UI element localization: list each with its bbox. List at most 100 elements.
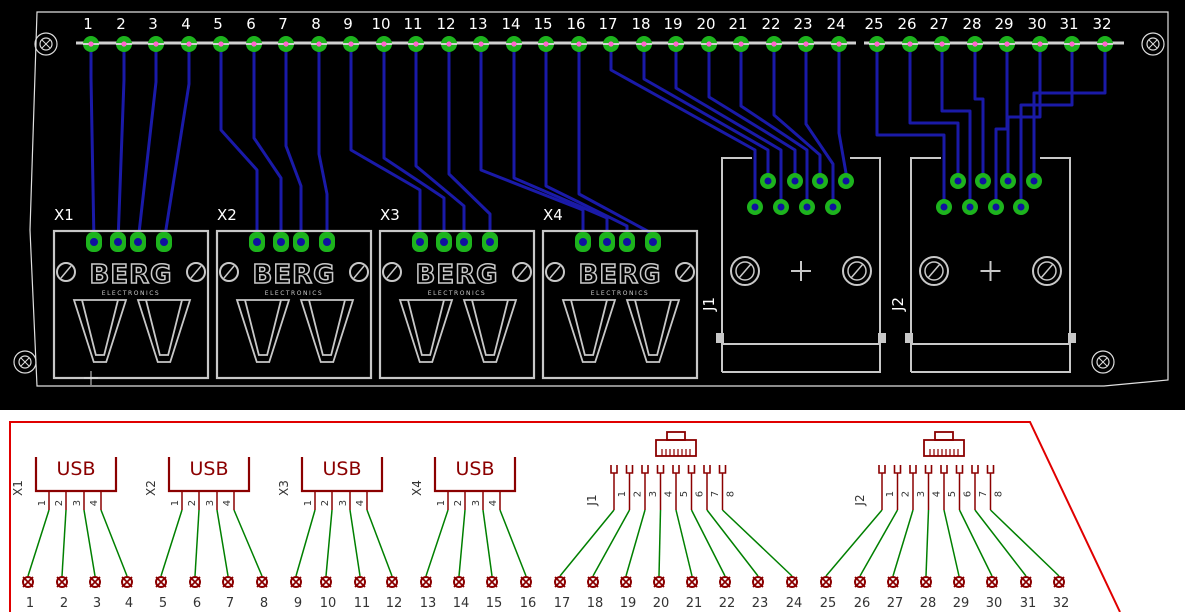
rj-tab <box>905 333 913 343</box>
terminal-label: 13 <box>420 596 437 611</box>
header-pin-label: 19 <box>663 15 682 33</box>
terminal <box>354 576 366 588</box>
terminal-label: 10 <box>320 596 337 611</box>
usb-symbol-ref: X2 <box>144 480 158 496</box>
rj-pin-number: 5 <box>679 491 690 497</box>
rj-pad-drill <box>777 203 785 211</box>
terminal-label: 29 <box>953 596 970 611</box>
header-drill <box>121 41 127 47</box>
copper-trace <box>89 44 96 243</box>
terminal <box>121 576 133 588</box>
rj-symbol-pin-cup <box>986 465 995 474</box>
terminal-mark <box>1053 576 1065 588</box>
usb-pad-drill <box>460 238 468 246</box>
terminal-label: 2 <box>60 596 68 611</box>
copper-trace <box>1032 44 1107 181</box>
usb-symbol-body <box>300 457 384 493</box>
usb-pin-number: 2 <box>320 500 331 506</box>
header-drill <box>738 41 744 47</box>
usb-pin-number: 3 <box>205 500 216 506</box>
usb-mount-mark <box>190 265 202 279</box>
header-drill <box>836 41 842 47</box>
usb-pin-number: 4 <box>222 500 233 506</box>
usb-mount-circle <box>675 262 695 282</box>
terminal-mark <box>686 576 698 588</box>
header-pin-label: 2 <box>116 15 126 33</box>
terminal <box>752 576 764 588</box>
rj-pin-number: 1 <box>617 491 628 497</box>
header-drill <box>874 41 880 47</box>
usb-port-inner <box>244 299 282 356</box>
copper-trace <box>739 44 809 207</box>
header-drill <box>1004 41 1010 47</box>
rj-symbol-pin-cup <box>656 465 665 474</box>
usb-outline <box>215 229 373 380</box>
terminal-label: 30 <box>986 596 1003 611</box>
header-drill <box>1037 41 1043 47</box>
rj-outline-left <box>910 157 941 372</box>
usb-symbol-ref: X4 <box>410 480 424 496</box>
rj-symbol-pin-cup <box>625 465 634 474</box>
usb-port-outline <box>398 299 454 363</box>
terminal-mark <box>189 576 201 588</box>
schematic-nets <box>27 509 1060 577</box>
header-drill <box>186 41 192 47</box>
usb-port-inner <box>81 299 119 356</box>
terminal-label: 6 <box>193 596 201 611</box>
terminal-mark <box>256 576 268 588</box>
rj-tab <box>1068 333 1076 343</box>
rj-pad-drill <box>816 177 824 185</box>
rj-mount-inner <box>1037 261 1057 281</box>
pcb-background <box>0 0 1185 410</box>
usb-mount-mark <box>516 265 528 279</box>
usb-pad-drill <box>440 238 448 246</box>
header-pin-label: 27 <box>929 15 948 33</box>
rj-pad-drill <box>791 177 799 185</box>
rj-outline-right <box>911 157 1071 373</box>
rj-tab <box>716 333 724 343</box>
terminal-label: 15 <box>486 596 503 611</box>
header-pin-label: 23 <box>793 15 812 33</box>
terminal-mark <box>453 576 465 588</box>
copper-trace <box>973 44 985 181</box>
usb-pad-drill <box>253 238 261 246</box>
rj-symbol-ref: J2 <box>853 494 867 506</box>
header-pin-label: 12 <box>436 15 455 33</box>
header-drill <box>673 41 679 47</box>
usb-pin-number: 2 <box>453 500 464 506</box>
header-drill <box>446 41 452 47</box>
terminal-label: 28 <box>920 596 937 611</box>
terminal-label: 1 <box>26 596 34 611</box>
rj-pad-drill <box>1030 177 1038 185</box>
usb-pin-number: 3 <box>338 500 349 506</box>
header-drill <box>608 41 614 47</box>
rj-pad-drill <box>966 203 974 211</box>
header-pin-label: 13 <box>468 15 487 33</box>
usb-pin-number: 1 <box>303 500 314 506</box>
copper-trace <box>162 44 191 243</box>
terminal-mark <box>290 576 302 588</box>
terminal-mark <box>554 576 566 588</box>
rj-pad-drill <box>764 177 772 185</box>
rj-mount-circle <box>1032 256 1062 286</box>
usb-port-inner <box>471 299 509 356</box>
usb-symbol-body <box>167 457 251 493</box>
rj-pad-drill <box>979 177 987 185</box>
terminal <box>554 576 566 588</box>
terminal <box>953 576 965 588</box>
header-drill <box>511 41 517 47</box>
header-drill <box>543 41 549 47</box>
net-wire <box>194 509 200 577</box>
terminal-mark <box>354 576 366 588</box>
mount-hole-ring <box>1141 32 1165 56</box>
net-wire <box>27 509 50 577</box>
usb-port-inner <box>145 299 183 356</box>
usb-pin-number: 3 <box>471 500 482 506</box>
mounting-holes <box>13 32 1165 374</box>
terminal-mark <box>386 576 398 588</box>
usb-pad-drill <box>277 238 285 246</box>
